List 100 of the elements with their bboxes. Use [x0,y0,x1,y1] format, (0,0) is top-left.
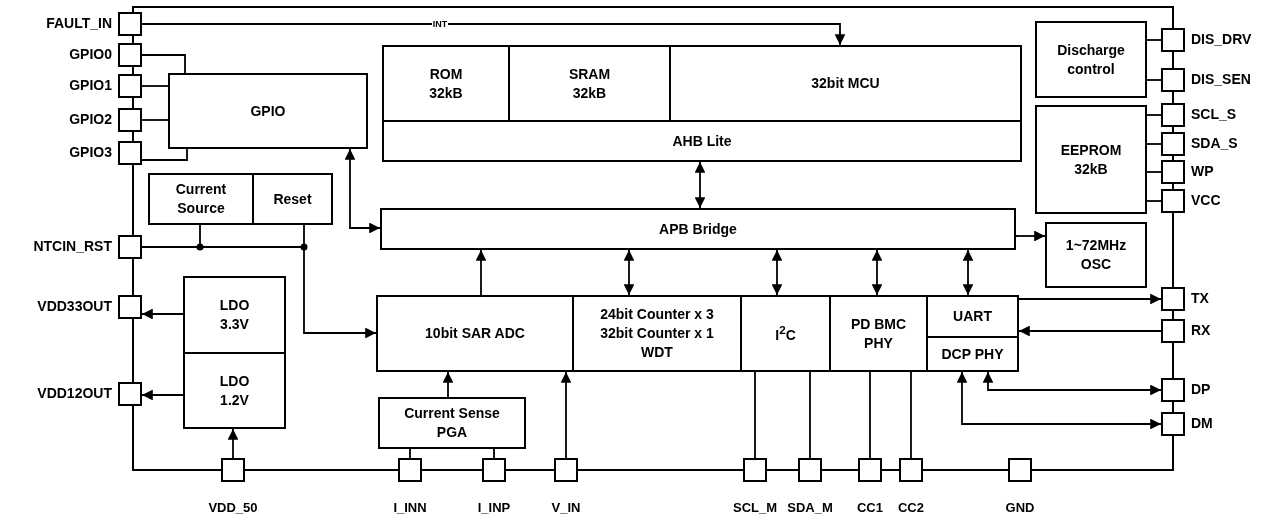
block-label: SRAM 32kB [567,64,612,103]
arrow [141,23,846,46]
pin-box [118,235,142,259]
connector-line [141,85,169,87]
connector-line [1146,39,1162,41]
block-label: UART [953,307,992,326]
block [1045,222,1147,288]
block-label: I$^{2}$C [775,322,796,345]
arrow [1018,293,1162,305]
block [740,295,831,372]
block-label: GPIO [250,101,286,121]
pin-box [118,12,142,36]
arrow [982,371,1162,396]
arrow [771,249,783,296]
arrow [956,371,1162,430]
pin-label: NTCIN_RST [33,238,112,254]
connector-line [141,54,186,74]
pin-box [1161,378,1185,402]
arrow [475,249,487,296]
pin-label: TX [1191,290,1209,306]
connector-line [910,371,912,459]
pin-box [798,458,822,482]
block [183,352,286,429]
pin-box [1161,189,1185,213]
pin-label: CC2 [898,500,924,515]
pin-box [1161,412,1185,436]
connector-line [1146,79,1162,81]
arrow [227,428,239,459]
pin-label: SDA_M [787,500,833,515]
pin-label: I_INP [477,500,511,515]
block-label: 32bit MCU [811,74,880,93]
block [382,120,1022,162]
edge-label: INT [431,18,449,30]
block-label: LDO 1.2V [218,371,251,410]
block-label: EEPROM 32kB [1059,140,1123,179]
pin-box [482,458,506,482]
arrow [141,389,184,401]
block-label: 24bit Counter x 3 32bit Counter x 1 WDT [599,305,715,362]
connector-line [809,371,811,459]
block [669,45,1022,122]
pin-label: FAULT_IN [46,15,112,31]
block [829,295,928,372]
connector-line [409,448,411,459]
pin-label: SDA_S [1191,135,1238,151]
pin-label: DIS_SEN [1191,71,1251,87]
block [1035,105,1147,214]
arrow [962,249,974,296]
connector-line [493,448,495,459]
pin-box [118,74,142,98]
block-label: DCP PHY [941,344,1004,364]
connector-line [1146,143,1162,145]
arrow [442,371,454,398]
arrow [560,371,572,459]
block [572,295,742,372]
pin-label: V_IN [551,500,581,515]
pin-box [1161,287,1185,311]
block-label: APB Bridge [659,219,737,239]
pin-box [398,458,422,482]
arrow [694,161,706,209]
block-label: AHB Lite [672,131,732,151]
block-label: 10bit SAR ADC [425,324,525,343]
pin-label: DM [1191,415,1213,431]
pin-box [118,382,142,406]
pin-box [858,458,882,482]
pin-label: CC1 [857,500,883,515]
block-label: 1~72MHz OSC [1064,236,1128,274]
pin-box [118,108,142,132]
pin-label: GND [1005,500,1035,515]
pin-box [118,295,142,319]
connector-line [754,371,756,459]
connector-line [1146,171,1162,173]
pin-box [1161,132,1185,156]
arrow [623,249,635,296]
pin-label: DIS_DRV [1191,31,1252,47]
pin-label: SCL_S [1191,106,1237,122]
pin-box [1161,160,1185,184]
connector-line [141,148,188,161]
block [378,397,526,449]
block [380,208,1016,250]
block [926,336,1019,372]
pin-box [743,458,767,482]
pin-label: WP [1191,163,1214,179]
block [252,173,333,225]
block-label: PD BMC PHY [849,314,908,353]
pin-label: SCL_M [732,500,778,515]
block-label: Discharge control [1056,40,1126,79]
pin-box [1161,68,1185,92]
pin-box [221,458,245,482]
pin-box [1161,103,1185,127]
pin-label: GPIO2 [69,111,112,127]
block-label: Current Source [174,180,228,218]
pin-box [1008,458,1032,482]
block-label: LDO 3.3V [218,296,251,334]
arrow [1015,230,1046,242]
pin-box [118,43,142,67]
pin-label: GPIO1 [69,77,112,93]
pin-box [1161,319,1185,343]
block [1035,21,1147,98]
arrow [871,249,883,296]
pin-box [554,458,578,482]
